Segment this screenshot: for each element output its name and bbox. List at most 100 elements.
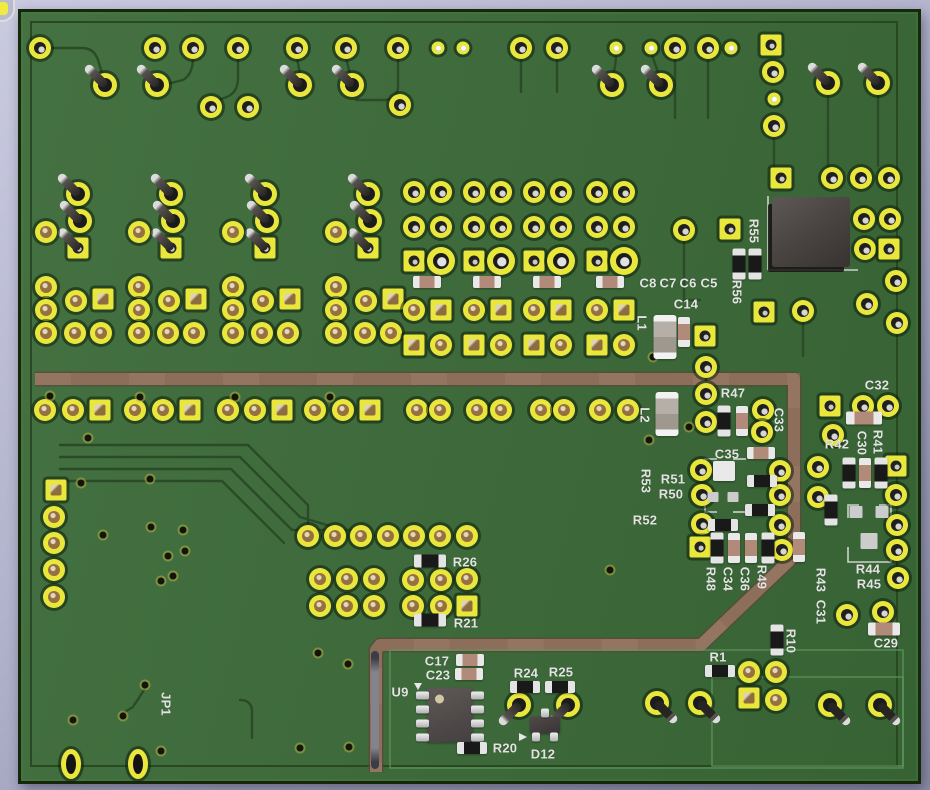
through-hole-pad bbox=[586, 181, 608, 203]
pin-in-pad bbox=[805, 60, 840, 95]
refdes-label-c5: C5 bbox=[700, 275, 718, 291]
through-hole-pad bbox=[34, 399, 56, 421]
through-hole-pad bbox=[62, 399, 84, 421]
through-hole-pad bbox=[850, 167, 872, 189]
through-hole-pad bbox=[128, 276, 150, 298]
through-hole-pad bbox=[244, 399, 266, 421]
smd-capacitor bbox=[859, 458, 871, 488]
through-hole-pad bbox=[144, 37, 166, 59]
square-pad bbox=[430, 299, 452, 321]
through-hole-pad bbox=[325, 322, 347, 344]
through-hole-pad bbox=[523, 216, 545, 238]
square-pad bbox=[185, 288, 207, 310]
square-pad bbox=[523, 334, 545, 356]
refdes-label-r26: R26 bbox=[452, 554, 478, 570]
through-hole-pad bbox=[885, 484, 907, 506]
square-pad bbox=[359, 399, 381, 421]
refdes-label-d12: D12 bbox=[530, 746, 556, 762]
square-pad bbox=[550, 299, 572, 321]
through-hole-pad bbox=[64, 322, 86, 344]
square-pad bbox=[463, 250, 485, 272]
via-dot bbox=[326, 393, 334, 401]
through-hole-pad bbox=[430, 569, 452, 591]
refdes-label-r49: R49 bbox=[754, 564, 770, 590]
via-dot bbox=[649, 353, 657, 361]
smd-resistor bbox=[710, 532, 724, 564]
smd-resistor bbox=[747, 475, 777, 487]
via-dot bbox=[606, 566, 614, 574]
through-hole-pad bbox=[586, 216, 608, 238]
ic-lead bbox=[416, 733, 429, 742]
refdes-label-c30: C30 bbox=[854, 430, 870, 456]
oval-pad bbox=[128, 749, 148, 779]
via-dot bbox=[296, 744, 304, 752]
through-hole-pad bbox=[887, 567, 909, 589]
through-hole-pad bbox=[403, 181, 425, 203]
through-hole-pad bbox=[613, 334, 635, 356]
pin-in-pad bbox=[82, 62, 117, 97]
jumper-jp1-pads bbox=[0, 0, 15, 22]
sot23-transistor bbox=[530, 708, 560, 742]
through-hole-pad bbox=[821, 167, 843, 189]
through-hole-pad bbox=[690, 459, 712, 481]
through-hole-pad bbox=[286, 37, 308, 59]
transistor-lead bbox=[541, 708, 549, 718]
through-hole-pad bbox=[664, 37, 686, 59]
square-pad bbox=[694, 325, 716, 347]
through-hole-pad bbox=[546, 37, 568, 59]
through-hole-pad bbox=[463, 181, 485, 203]
through-hole-pad bbox=[252, 290, 274, 312]
through-hole-pad bbox=[879, 208, 901, 230]
via-dot bbox=[685, 423, 693, 431]
through-hole-pad bbox=[695, 383, 717, 405]
refdes-label-r1: R1 bbox=[709, 649, 727, 665]
through-hole-pad bbox=[613, 181, 635, 203]
through-hole-pad bbox=[613, 216, 635, 238]
refdes-label-c7: C7 bbox=[659, 275, 677, 291]
through-hole-pad bbox=[200, 96, 222, 118]
refdes-label-r42: R42 bbox=[824, 436, 850, 452]
smd-capacitor bbox=[868, 622, 900, 636]
through-hole-pad bbox=[363, 568, 385, 590]
through-hole-pad bbox=[403, 216, 425, 238]
pin-in-pad bbox=[545, 693, 580, 728]
through-hole-pad bbox=[589, 399, 611, 421]
square-pad bbox=[613, 299, 635, 321]
refdes-label-c17: C17 bbox=[424, 653, 450, 669]
via-dot bbox=[181, 547, 189, 555]
smd-resistor bbox=[745, 504, 775, 516]
smd-capacitor bbox=[456, 654, 484, 666]
smd-resistor bbox=[717, 405, 731, 437]
oval-pad bbox=[61, 749, 81, 779]
smd-capacitor bbox=[413, 276, 441, 288]
through-hole-pad bbox=[673, 219, 695, 241]
via-dot bbox=[344, 660, 352, 668]
through-hole-pad bbox=[251, 322, 273, 344]
through-hole-pad bbox=[128, 221, 150, 243]
square-pad bbox=[403, 250, 425, 272]
through-hole-pad bbox=[769, 484, 791, 506]
smd-capacitor bbox=[745, 533, 757, 563]
through-hole-pad bbox=[90, 322, 112, 344]
through-hole-pad bbox=[523, 181, 545, 203]
through-hole-pad bbox=[297, 525, 319, 547]
smd-package bbox=[713, 461, 735, 481]
refdes-label-r45: R45 bbox=[856, 576, 882, 592]
through-hole-pad bbox=[128, 299, 150, 321]
via-dot bbox=[99, 531, 107, 539]
through-hole-pad bbox=[490, 399, 512, 421]
pin1-marker bbox=[435, 694, 444, 704]
through-hole-pad-large bbox=[427, 247, 455, 275]
through-hole-pad bbox=[691, 513, 713, 535]
through-hole-pad bbox=[769, 514, 791, 536]
refdes-label-c36: C36 bbox=[737, 566, 753, 592]
via-dot bbox=[46, 392, 54, 400]
pin-in-pad bbox=[855, 60, 890, 95]
through-hole-pad-large bbox=[547, 247, 575, 275]
refdes-label-r56: R56 bbox=[729, 279, 745, 305]
through-hole-pad bbox=[752, 399, 774, 421]
refdes-label-r21: R21 bbox=[453, 615, 479, 631]
through-hole-pad bbox=[853, 208, 875, 230]
smd-resistor bbox=[732, 248, 746, 280]
